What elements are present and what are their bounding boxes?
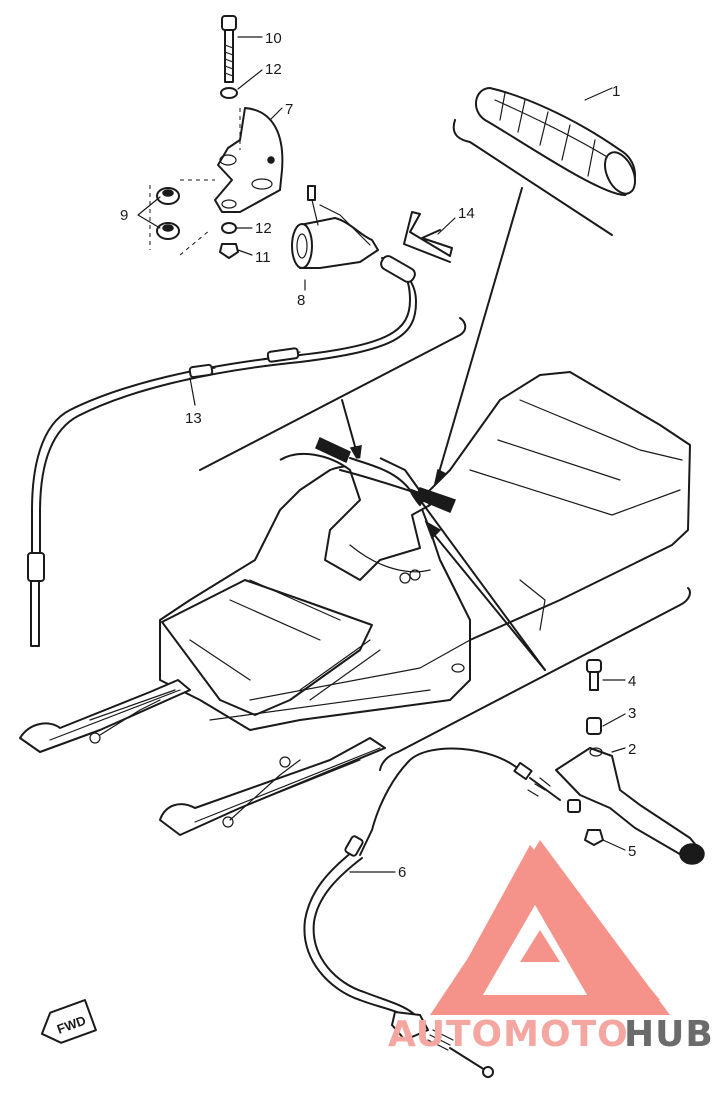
brake-inset-frame <box>379 587 691 771</box>
left-ski <box>19 679 191 753</box>
part-1-grip <box>475 87 637 196</box>
watermark-text: AUTOMOTO HUB <box>388 1014 714 1055</box>
part-label-5: 5 <box>628 843 636 860</box>
leader-lines <box>137 36 626 873</box>
grip-inset-frame <box>452 119 613 236</box>
part-14-spring-clip <box>403 211 453 263</box>
snowmobile-body <box>159 371 691 731</box>
controls-inset-frame <box>199 317 467 471</box>
part-label-14: 14 <box>458 205 475 222</box>
part-8-throttle-housing <box>291 185 379 269</box>
part-6-brake-cable <box>303 747 581 1078</box>
part-label-11: 11 <box>255 249 271 266</box>
brake-leader-arrow <box>419 499 546 671</box>
part-11-nut <box>219 243 239 259</box>
part-label-9: 9 <box>120 207 128 224</box>
watermark-logo <box>430 840 670 1015</box>
throttle-leader-arrow <box>341 399 357 451</box>
part-label-6: 6 <box>398 864 406 881</box>
fwd-direction-marker: FWD <box>40 999 97 1044</box>
part-label-8: 8 <box>297 292 305 309</box>
part-7-bracket <box>214 107 284 213</box>
part-label-2: 2 <box>628 741 636 758</box>
grip-leader-arrow <box>437 187 523 477</box>
part-12-washer-lower <box>221 222 237 234</box>
part-label-12-lower: 12 <box>255 220 272 237</box>
part-9-dampers <box>156 187 180 240</box>
part-3-collar <box>586 717 602 735</box>
part-2-brake-lever <box>555 747 705 865</box>
part-numbers: 10 12 7 9 12 11 8 13 14 1 4 3 2 5 6 <box>120 30 636 881</box>
watermark-hub: HUB <box>624 1014 714 1055</box>
part-label-3: 3 <box>628 705 636 722</box>
watermark-automoto: AUTOMOTO <box>388 1014 629 1055</box>
part-label-12-top: 12 <box>265 61 282 78</box>
part-12-washer <box>220 87 238 99</box>
part-label-4: 4 <box>628 673 636 690</box>
part-10-bolt <box>221 15 237 83</box>
part-label-13: 13 <box>185 410 202 427</box>
right-ski <box>159 737 386 836</box>
part-5-nut <box>584 829 604 846</box>
part-4-bolt <box>586 659 602 691</box>
part-label-10: 10 <box>265 30 282 47</box>
part-label-7: 7 <box>285 101 293 118</box>
part-13-throttle-cable <box>27 255 417 647</box>
part-label-1: 1 <box>612 83 620 100</box>
